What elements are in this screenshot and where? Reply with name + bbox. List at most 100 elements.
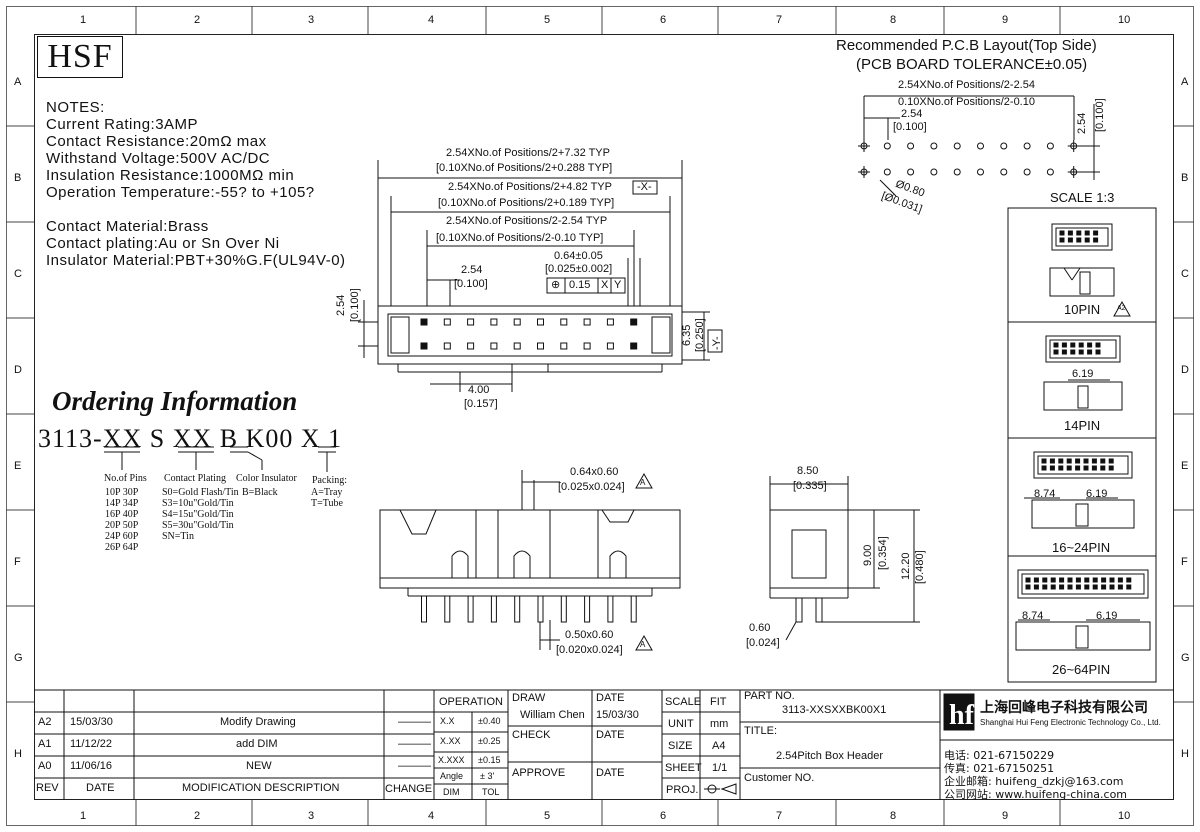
scale-pin [1061,342,1067,348]
dim-text: [0.100] [349,288,361,322]
title-label: TITLE: [744,725,778,737]
pin-square [490,342,498,350]
dim-text: [0.025±0.002] [545,263,613,275]
draw-label: DRAW [512,692,546,704]
dim-text: 6.19 [1096,610,1118,622]
tol-datum: Y [614,279,622,291]
dim-text: 9.00 [862,544,874,566]
zone-column-label: 8 [890,14,897,26]
company-name-cn: 上海回峰电子科技有限公司 [980,700,1148,716]
zone-column-label: 1 [80,810,87,822]
pin-square [560,318,568,326]
zone-column-label: 2 [194,14,201,26]
zone-column-label: 4 [428,14,435,26]
tol-val: ± 3' [480,771,495,781]
drawing-frame [34,34,1174,800]
dim-text: [0.250] [694,318,706,352]
title-value: 2.54Pitch Box Header [776,750,884,762]
sheet-value: 1/1 [712,762,728,774]
scale-pin [1093,237,1099,243]
dim-text: 8.74 [1034,488,1056,500]
title-block-lines [34,689,1174,800]
approve-label: APPROVE [512,767,566,779]
operation-label: OPERATION [439,696,503,708]
dim-text: 4.00 [468,384,490,396]
pin-option: 10P 30P [105,487,139,498]
zone-row-label: B [14,172,22,184]
scale-pin [1066,458,1072,464]
scale-pin [1053,349,1059,355]
dim-text: [0.100] [454,278,488,290]
ordering-brackets [104,446,336,472]
scale-pin [1049,465,1055,471]
rev-mark: A [640,478,646,487]
pcb-hole [1000,142,1008,150]
packing-list: A=Tray T=Tube [311,487,343,509]
ordering-code: 3113-XX S XX B K00 X 1 [38,424,343,453]
scale-pin [1084,230,1090,236]
pin-leg [444,595,451,623]
scale-pin [1100,465,1106,471]
rev-cell: A0 [38,760,52,772]
scale-pin [1041,465,1047,471]
desc-header: MODIFICATION DESCRIPTION [182,782,340,794]
scale-label: SCALE 1:3 [1050,190,1115,205]
zone-column-label: 4 [428,810,435,822]
pcb-holes [858,140,1080,178]
sheet-label: SHEET [665,762,702,774]
dim-text: [0.100] [893,121,927,133]
plating-title: Contact Plating [164,473,226,484]
date-label: DATE [596,767,625,779]
pin-square [513,318,521,326]
note-line: Contact Resistance:20mΩ max [46,133,267,150]
tol-dim: X.XX [440,736,461,746]
pcb-hole [977,142,984,150]
zone-row-label: E [14,460,22,472]
dim-text: [0.100] [1094,98,1106,132]
scale-pin [1042,577,1048,583]
pin-square [537,342,544,350]
rev-mark: A2 [1117,305,1126,312]
customer-label: Customer NO. [744,772,815,784]
drawer-name: William Chen [520,709,585,721]
part-no-label: PART NO. [744,690,795,702]
scale-pin [1109,577,1115,583]
packing-option: A=Tray [311,487,343,498]
pcb-hole [930,142,938,150]
zone-row-label: F [14,556,21,568]
scale-pin [1067,577,1073,583]
pcb-hole [1046,142,1054,150]
desc-cell: add DIM [236,738,278,750]
zone-column-label: 9 [1002,810,1009,822]
pcb-hole [1046,168,1054,176]
dim-header: DIM [443,787,460,797]
company-tel: 电话: 021-67150229 [944,749,1055,762]
zone-column-label: 7 [776,14,783,26]
scale-pin [1101,577,1107,583]
zone-column-label: 7 [776,810,783,822]
pins-title: No.of Pins [104,473,147,484]
scale-pin [1117,577,1123,583]
front-view [379,470,681,650]
zone-row-label: E [1181,460,1189,472]
pcb-tolerance: (PCB BOARD TOLERANCE±0.05) [856,56,1088,73]
dim-text: [0.335] [793,480,827,492]
zone-row-label: A [1181,76,1189,88]
rev-mark: A [640,640,646,649]
size-value: A4 [712,740,726,752]
change-cell: ——— [398,716,431,728]
dim-text: [0.020x0.024] [556,644,623,656]
scale-pin [1093,230,1099,236]
dim-text: [0.10XNo.of Positions/2+0.288 TYP] [436,162,613,174]
pin-square [606,318,614,326]
pin-square [467,342,475,350]
zone-row-label: C [14,268,22,280]
dim-text: [0.025x0.024] [558,481,625,493]
pcb-hole [907,142,915,150]
dim-text: 2.54XNo.of Positions/2-2.54 [898,79,1035,91]
scale-panel [1007,207,1157,683]
scale-pin [1076,237,1082,243]
tol-datum: X [601,279,609,291]
zone-column-label: 10 [1118,810,1131,822]
zone-row-label: G [14,652,23,664]
